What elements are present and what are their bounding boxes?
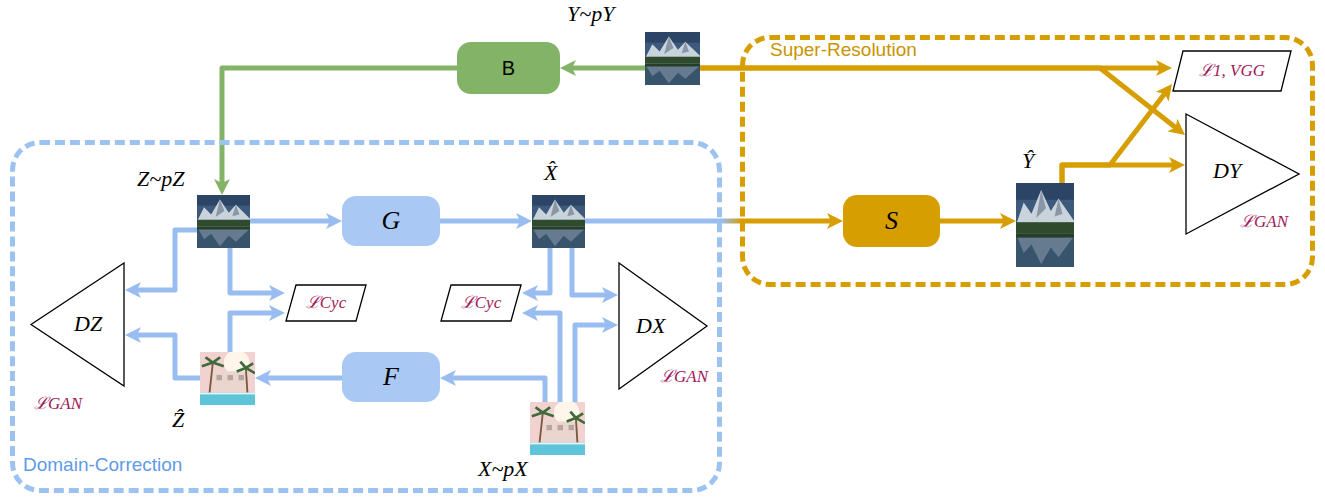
- node-label: DZ: [74, 312, 102, 336]
- node-label: Z~pZ: [137, 167, 184, 191]
- node-label: F: [383, 363, 399, 392]
- flow-arrow: [133, 230, 197, 290]
- flow-arrow: [230, 248, 277, 293]
- photo-content: [197, 195, 250, 248]
- photo-thumbnail: [645, 32, 700, 85]
- node-label: ℒ1, VGG: [1199, 62, 1265, 81]
- process-box: B: [457, 42, 560, 94]
- node-label: S: [885, 207, 898, 236]
- node-label: Y~pY: [567, 2, 614, 26]
- flow-arrow: [250, 219, 334, 224]
- photo-content: [532, 195, 585, 248]
- discriminator-triangle: DX ℒGAN: [618, 262, 708, 390]
- discriminator-triangle: DY ℒGAN: [1185, 113, 1300, 235]
- flow-arrow: [440, 219, 524, 224]
- triangle-shape: [619, 263, 707, 389]
- process-box: G: [342, 196, 440, 246]
- flow-arrow: [575, 325, 610, 402]
- flow-arrow: [700, 68, 1179, 130]
- photo-content: [1016, 183, 1074, 267]
- group-region: Super-Resolutionℒ1, VGG Ŷ S DY ℒGAN: [740, 35, 1315, 287]
- loss-parallelogram: ℒ1, VGG: [1172, 50, 1292, 92]
- photo-thumbnail: [200, 352, 255, 405]
- node-label: ℒGAN: [1240, 213, 1288, 232]
- loss-parallelogram: ℒCyc: [440, 284, 522, 322]
- flow-arrow: [1062, 90, 1167, 183]
- flow-arrow: [1062, 165, 1177, 183]
- loss-parallelogram: ℒCyc: [285, 284, 367, 322]
- photo-thumbnail: [532, 195, 585, 248]
- photo-content: [530, 400, 585, 455]
- node-label: ℒGAN: [660, 368, 708, 387]
- flow-arrow: [585, 219, 835, 224]
- parallelogram-shape: [441, 285, 521, 321]
- node-label: ℒCyc: [461, 294, 501, 313]
- image-node: Ŷ: [1016, 183, 1074, 267]
- node-label: X~pX: [478, 457, 528, 481]
- node-label: ℒCyc: [306, 294, 346, 313]
- parallelogram-shape: [286, 285, 366, 321]
- node-label: Ŷ: [1022, 149, 1034, 173]
- image-node: Y~pY: [645, 32, 700, 85]
- flow-arrow: [448, 378, 545, 402]
- image-node: Ẑ: [200, 352, 255, 405]
- photo-thumbnail: [530, 402, 585, 455]
- photo-content: [645, 32, 700, 85]
- photo-content: [200, 350, 255, 405]
- process-box: S: [843, 195, 940, 247]
- triangle-shape: [1186, 114, 1299, 234]
- node-label: ℒGAN: [34, 395, 82, 414]
- node-label: DX: [636, 314, 665, 338]
- flow-arrow: [572, 248, 610, 295]
- flow-arrow: [940, 219, 1008, 224]
- flow-arrow: [222, 68, 457, 187]
- image-node: X̂: [532, 195, 585, 248]
- discriminator-triangle: DZℒGAN: [30, 262, 125, 387]
- flow-arrow: [530, 313, 560, 402]
- flow-arrow: [133, 335, 200, 378]
- node-label: Super-Resolution: [770, 40, 917, 61]
- node-label: B: [502, 57, 515, 79]
- flow-arrow: [263, 376, 342, 381]
- flow-arrow: [530, 248, 550, 293]
- node-label: DY: [1213, 159, 1241, 183]
- process-box: F: [342, 352, 440, 402]
- image-node: X~pX: [530, 402, 585, 455]
- group-region: Domain-CorrectionZ~pZGX̂DZℒGANℒCycℒCycDX…: [10, 140, 722, 493]
- parallelogram-shape: [1173, 51, 1291, 91]
- node-label: G: [382, 207, 401, 236]
- node-label: X̂: [544, 161, 557, 185]
- image-node: Z~pZ: [197, 195, 250, 248]
- photo-thumbnail: [197, 195, 250, 248]
- flow-arrow: [230, 313, 277, 352]
- photo-thumbnail: [1016, 183, 1074, 267]
- flow-arrow: [568, 66, 645, 71]
- node-label: Ẑ: [172, 408, 184, 432]
- node-label: Domain-Correction: [23, 455, 182, 476]
- triangle-shape: [31, 263, 124, 386]
